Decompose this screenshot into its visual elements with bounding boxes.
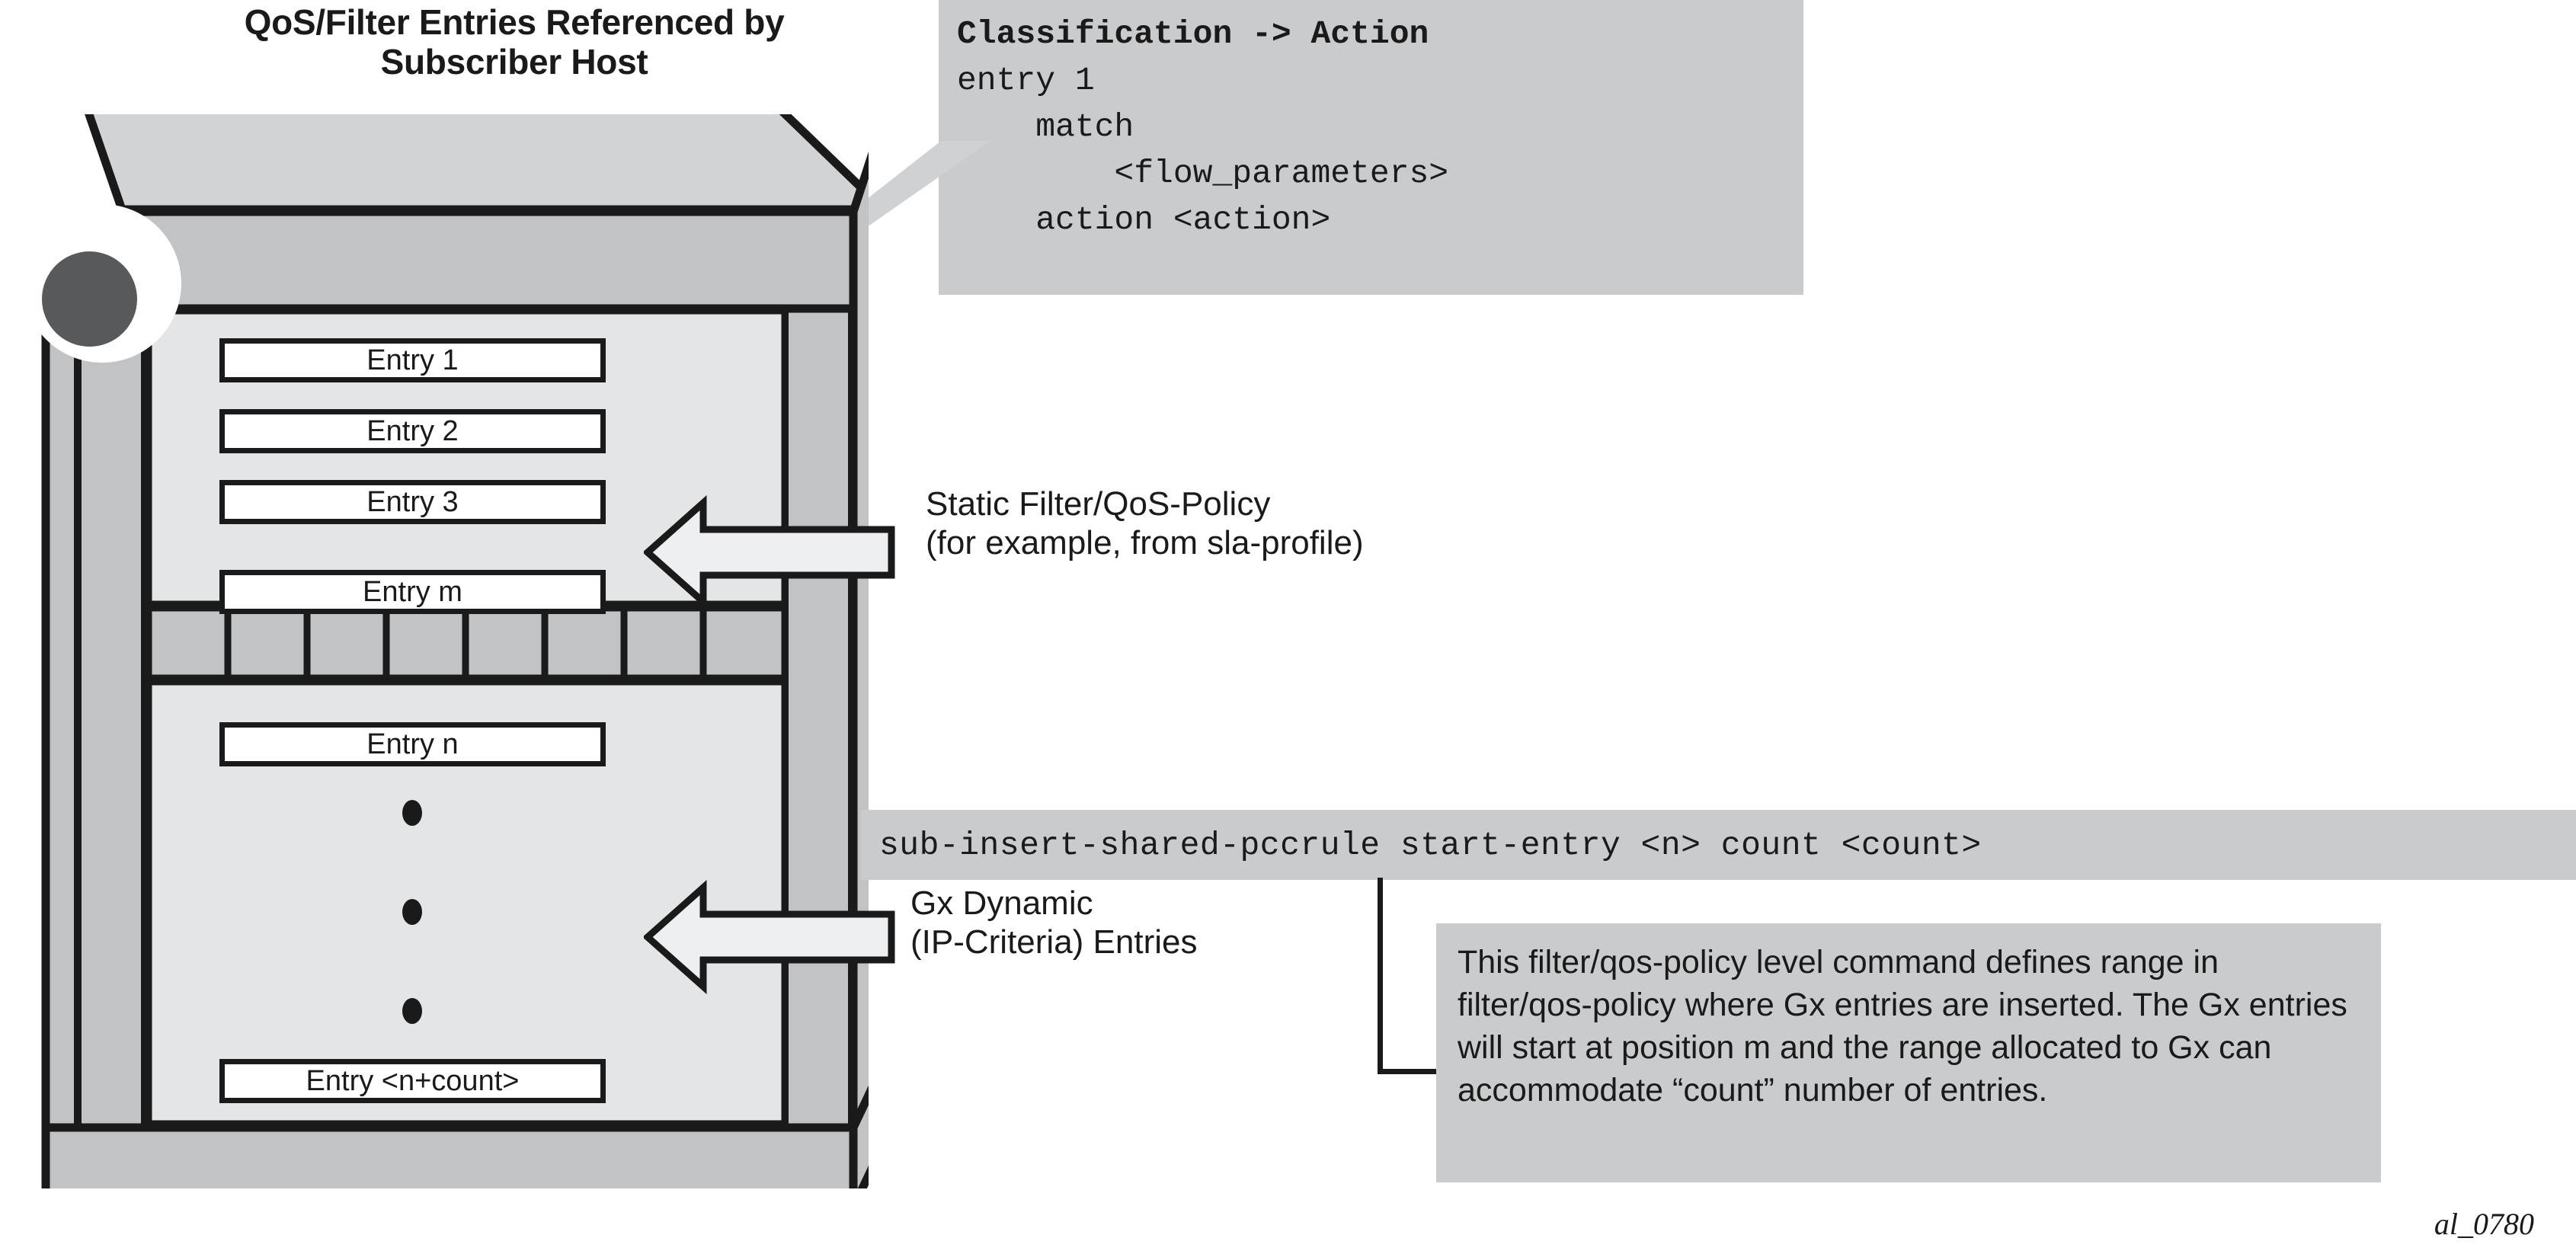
description-note-text: This filter/qos-policy level command def…	[1458, 944, 2347, 1108]
classification-heading: Classification -> Action	[957, 15, 1429, 53]
description-note-box: This filter/qos-policy level command def…	[1436, 923, 2381, 1182]
entry-box-n-plus-count[interactable]: Entry <n+count>	[219, 1059, 606, 1103]
ellipsis-dot-3	[402, 998, 422, 1024]
entry-box-n[interactable]: Entry n	[219, 722, 606, 766]
static-policy-arrow-icon	[644, 495, 895, 609]
power-knob-icon	[42, 251, 137, 347]
bracket-vertical-line	[1378, 878, 1383, 1074]
chassis-illustration	[41, 114, 869, 1188]
entry-box-m[interactable]: Entry m	[219, 570, 606, 614]
command-text: sub-insert-shared-pccrule start-entry <n…	[879, 826, 1982, 864]
classification-body: entry 1 match <flow_parameters> action <…	[957, 62, 1449, 239]
classification-code-text: Classification -> Action entry 1 match <…	[939, 0, 1803, 243]
page-title: QoS/Filter Entries Referenced by Subscri…	[244, 2, 785, 82]
static-policy-label: Static Filter/QoS-Policy (for example, f…	[926, 485, 1364, 562]
vent-slot-strip	[145, 604, 789, 682]
classification-action-code-block: Classification -> Action entry 1 match <…	[939, 0, 1803, 295]
gx-dynamic-arrow-icon	[644, 880, 895, 994]
gx-dynamic-label: Gx Dynamic (IP-Criteria) Entries	[910, 885, 1198, 961]
entry-box-3[interactable]: Entry 3	[219, 480, 606, 524]
sub-insert-shared-pccrule-command-bar: sub-insert-shared-pccrule start-entry <n…	[861, 810, 2576, 880]
ellipsis-dot-1	[402, 800, 422, 826]
entry-box-2[interactable]: Entry 2	[219, 409, 606, 453]
figure-id-label: al_0780	[2434, 1207, 2534, 1241]
ellipsis-dot-2	[402, 899, 422, 925]
entry-box-1[interactable]: Entry 1	[219, 338, 606, 382]
